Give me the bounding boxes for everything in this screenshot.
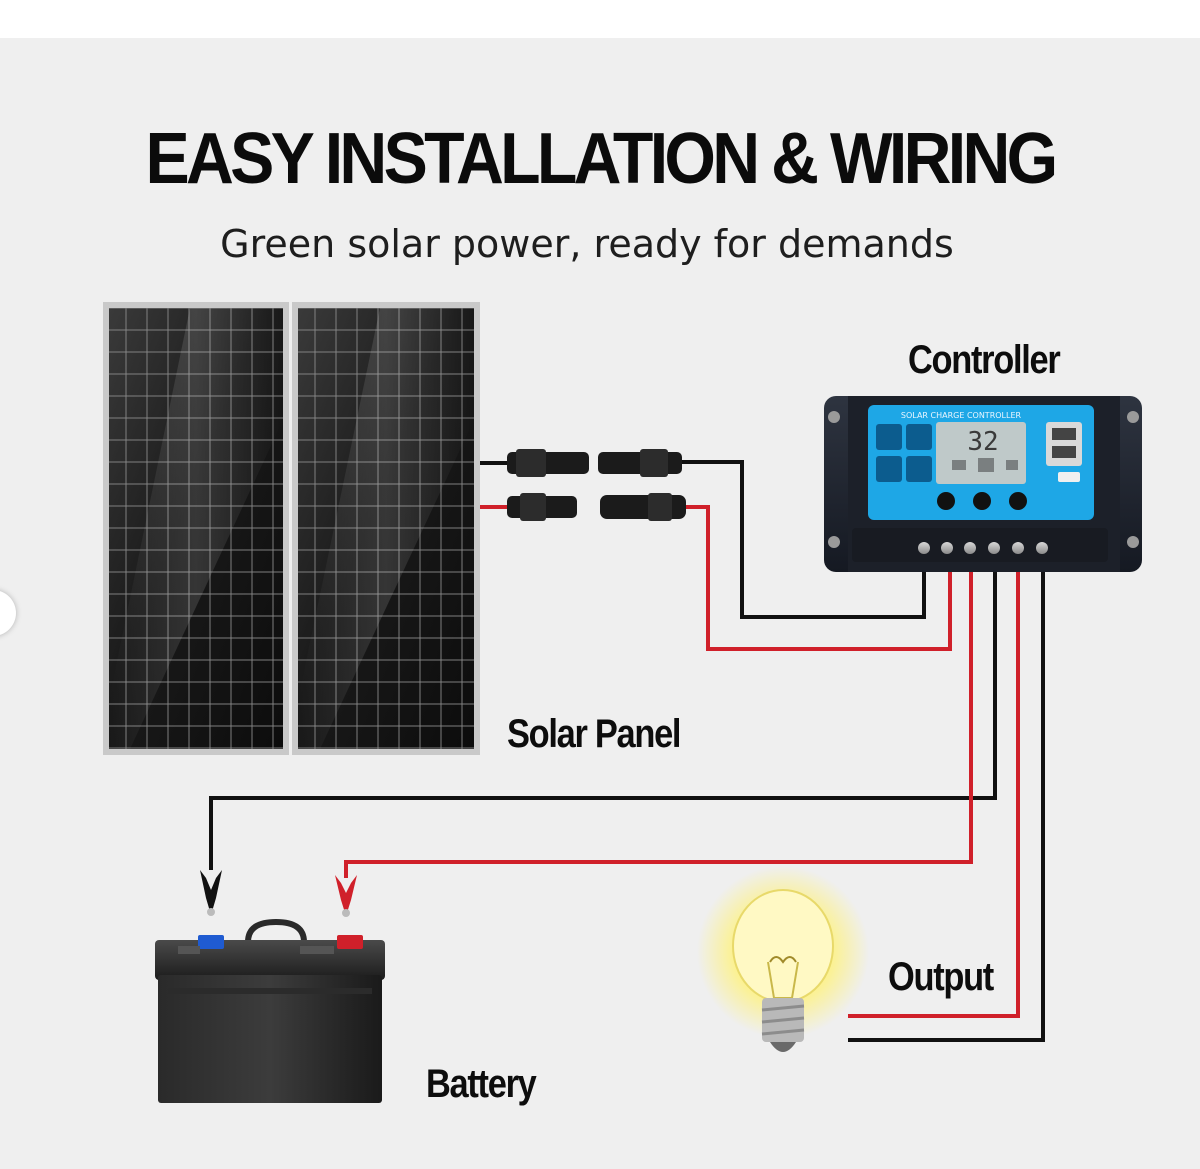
panel-leads — [480, 461, 512, 509]
battery — [155, 918, 385, 1103]
light-bulb — [697, 866, 869, 1052]
solar-panel-label: Solar Panel — [507, 712, 681, 756]
battery-clamp-positive — [335, 875, 357, 917]
panel-to-controller-wires — [682, 460, 952, 651]
solar-panel-left — [103, 302, 289, 755]
battery-label: Battery — [426, 1062, 537, 1106]
output-label: Output — [888, 955, 994, 999]
page-title: EASY INSTALLATION & WIRING — [145, 119, 1059, 199]
charge-controller: SOLAR CHARGE CONTROLLER 32 — [824, 396, 1142, 572]
solar-panel-right — [292, 302, 480, 755]
controller-terminals — [918, 542, 1048, 554]
controller-brand-text: SOLAR CHARGE CONTROLLER — [901, 411, 1022, 420]
battery-wires — [209, 560, 997, 878]
page-subtitle: Green solar power, ready for demands — [220, 222, 954, 266]
output-wires — [848, 560, 1045, 1042]
controller-lcd-value: 32 — [967, 427, 998, 457]
mc4-connectors — [507, 449, 686, 521]
controller-label: Controller — [908, 338, 1061, 382]
side-scroll-handle[interactable] — [0, 590, 16, 636]
battery-clamp-negative — [200, 870, 222, 916]
